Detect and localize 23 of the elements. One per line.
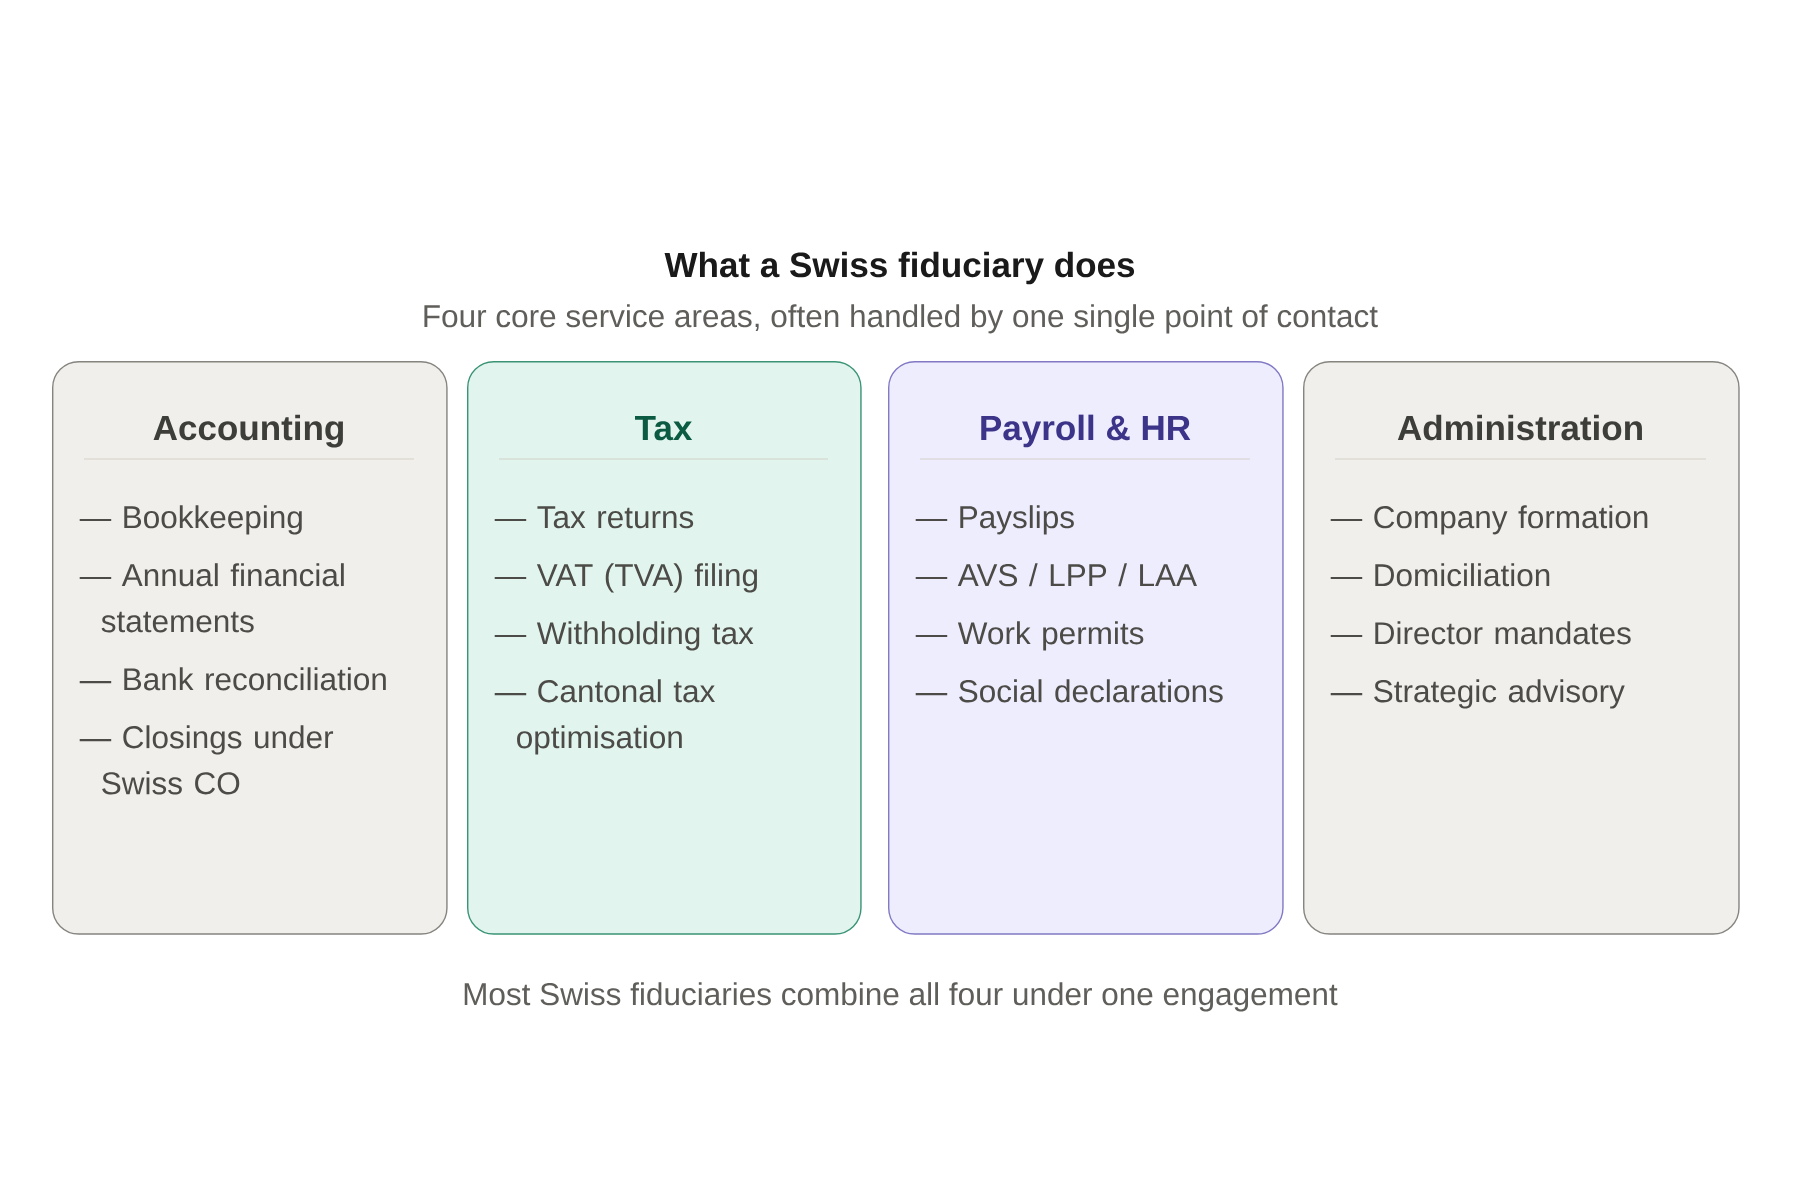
list-item: — Strategic advisory bbox=[1330, 679, 1625, 709]
list-item: — Annual financial statements bbox=[79, 563, 344, 633]
list-item: — Cantonal tax optimisation bbox=[494, 679, 715, 755]
list-item: — Closings under Swiss CO bbox=[79, 725, 334, 795]
caption: Most Swiss fiduciaries combine all four under one engagement bbox=[464, 982, 1338, 1012]
title: What a Swiss fiduciary does bbox=[664, 251, 1135, 285]
list-item: — Domiciliation bbox=[1330, 563, 1550, 587]
subtitle: Four core service areas, often handled by one single point of contact bbox=[424, 304, 1378, 334]
list-item: — Tax returns bbox=[494, 506, 694, 529]
list-item: — VAT (TVA) filing bbox=[494, 563, 757, 593]
list-item: — Bookkeeping bbox=[79, 505, 302, 535]
card-heading: Administration bbox=[1397, 414, 1642, 441]
list-item: — Director mandates bbox=[1330, 621, 1631, 645]
list-item: — AVS / LPP / LAA bbox=[915, 563, 1197, 587]
list-item: — Social declarations bbox=[915, 679, 1223, 703]
card-heading: Payroll & HR bbox=[981, 414, 1191, 448]
card-heading: Tax bbox=[635, 415, 693, 441]
list-item: — Company formation bbox=[1330, 505, 1648, 535]
list-item: — Payslips bbox=[915, 505, 1074, 535]
list-item: — Bank reconciliation bbox=[79, 667, 386, 691]
list-item: — Work permits bbox=[915, 621, 1144, 651]
list-item: — Withholding tax bbox=[494, 621, 754, 651]
card-heading: Accounting bbox=[153, 414, 343, 448]
